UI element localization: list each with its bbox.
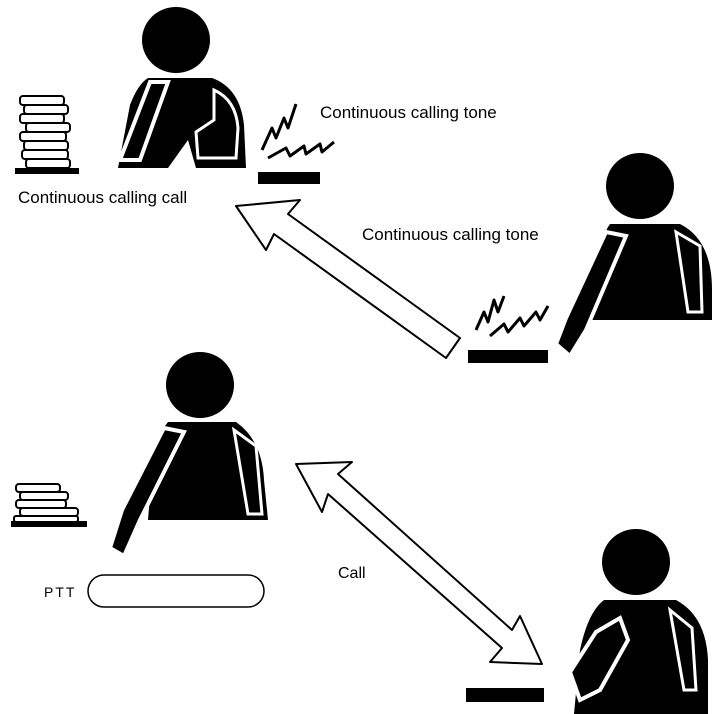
label-calling-call: Continuous calling call [18, 188, 188, 207]
operator-arm [567, 615, 631, 703]
transmitter-bottom [466, 688, 544, 702]
label-ptt: PTT [44, 584, 77, 600]
label-call: Call [338, 565, 366, 582]
operator-arm-right [194, 87, 240, 160]
ring-lines-icon [260, 103, 335, 160]
operator-head [142, 7, 210, 73]
ring-lines-icon [474, 295, 550, 338]
paper-stack-bottom [11, 483, 87, 527]
operator-arm-right [674, 229, 704, 314]
operator-arm [107, 425, 187, 559]
operator-head [602, 529, 670, 595]
label-calling-tone-top: Continuous calling tone [320, 103, 497, 122]
operator-head [606, 153, 674, 219]
arrow-two-way-call [295, 461, 543, 665]
operator-head [166, 352, 234, 418]
operator-arm [553, 229, 629, 360]
operator-bottom-right [567, 529, 708, 714]
operator-arm-right [231, 426, 264, 516]
operator-bottom-left [107, 352, 268, 559]
paper-stack-top [15, 95, 79, 174]
operator-right [553, 153, 712, 360]
transmitter-bar [468, 350, 548, 363]
label-calling-tone-right: Continuous calling tone [362, 225, 539, 244]
arrow-continuous-call [235, 199, 461, 359]
operator-arm [117, 80, 171, 162]
receiver-top [258, 103, 335, 184]
receiver-bar [258, 172, 320, 184]
ptt-switch[interactable] [87, 574, 265, 608]
operator-arm-right [667, 606, 698, 692]
transmitter-right [468, 295, 550, 363]
operator-top-left [117, 7, 246, 168]
